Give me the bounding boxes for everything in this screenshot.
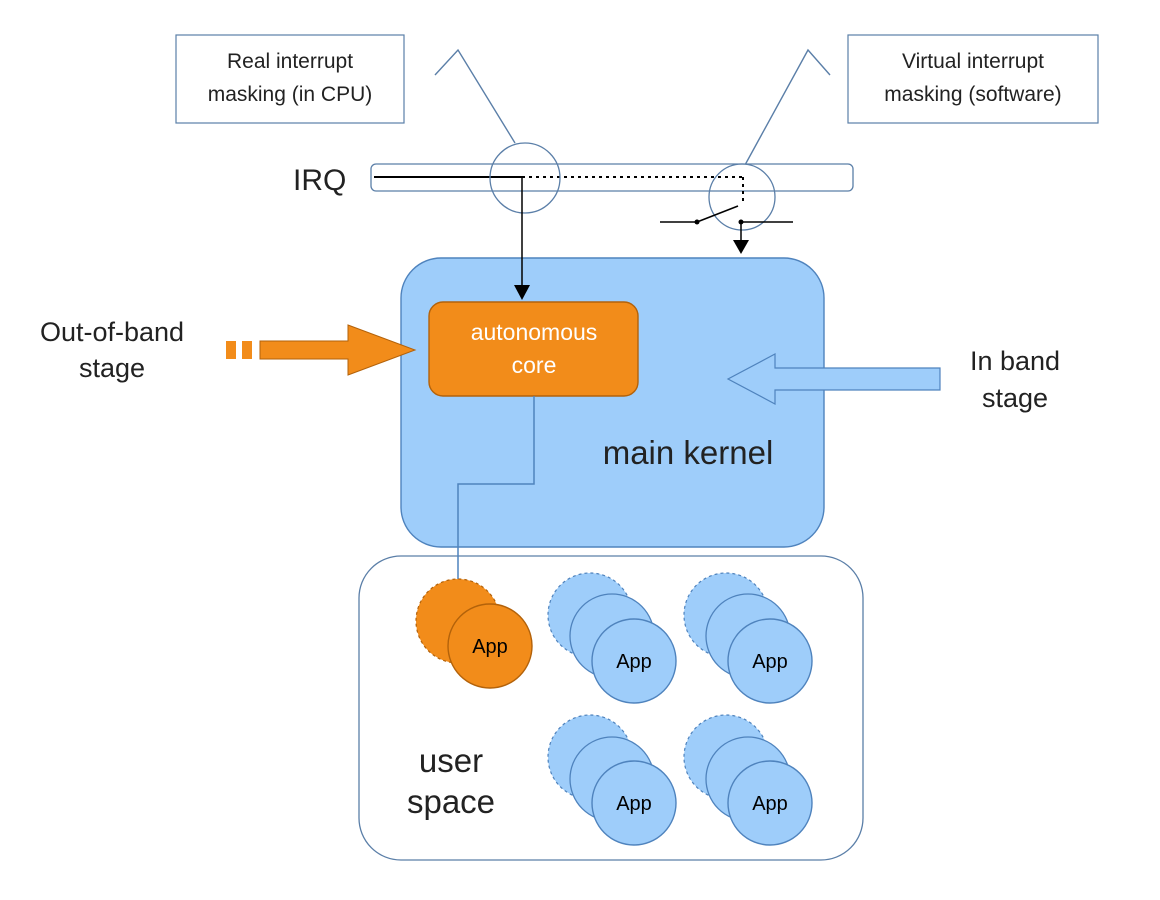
real-masking-callout: Real interrupt masking (in CPU): [175, 34, 516, 144]
app-orange: App: [415, 578, 533, 689]
in-band-line1: In band: [970, 346, 1060, 376]
in-band-stage: In band stage: [726, 346, 1060, 413]
autonomous-core-line2: core: [512, 352, 557, 378]
out-of-band-stage: Out-of-band stage: [40, 317, 417, 383]
main-kernel-label: main kernel: [603, 434, 774, 471]
out-of-band-line2: stage: [79, 353, 145, 383]
real-masking-line1: Real interrupt: [227, 50, 353, 73]
app-label: App: [752, 651, 788, 673]
app-label: App: [616, 651, 652, 673]
app-label: App: [472, 636, 508, 658]
autonomous-core: autonomous core: [428, 301, 639, 397]
autonomous-core-line1: autonomous: [471, 319, 598, 345]
app-stack-blue: App: [547, 714, 677, 846]
user-space-line2: space: [407, 783, 495, 820]
out-of-band-line1: Out-of-band: [40, 317, 184, 347]
irq-label: IRQ: [293, 164, 346, 197]
user-space-line1: user: [419, 742, 483, 779]
in-band-line2: stage: [982, 383, 1048, 413]
irq-line: IRQ: [293, 142, 854, 231]
virtual-masking-callout: Virtual interrupt masking (software): [744, 34, 1099, 166]
app-label: App: [752, 793, 788, 815]
real-masking-line2: masking (in CPU): [208, 83, 373, 106]
virtual-masking-line2: masking (software): [884, 83, 1061, 106]
app-stack-blue: App: [547, 572, 677, 704]
virtual-switch: [660, 205, 793, 254]
app-stack-blue: App: [683, 572, 813, 704]
app-stack-blue: App: [683, 714, 813, 846]
virtual-masking-line1: Virtual interrupt: [902, 50, 1044, 73]
app-label: App: [616, 793, 652, 815]
